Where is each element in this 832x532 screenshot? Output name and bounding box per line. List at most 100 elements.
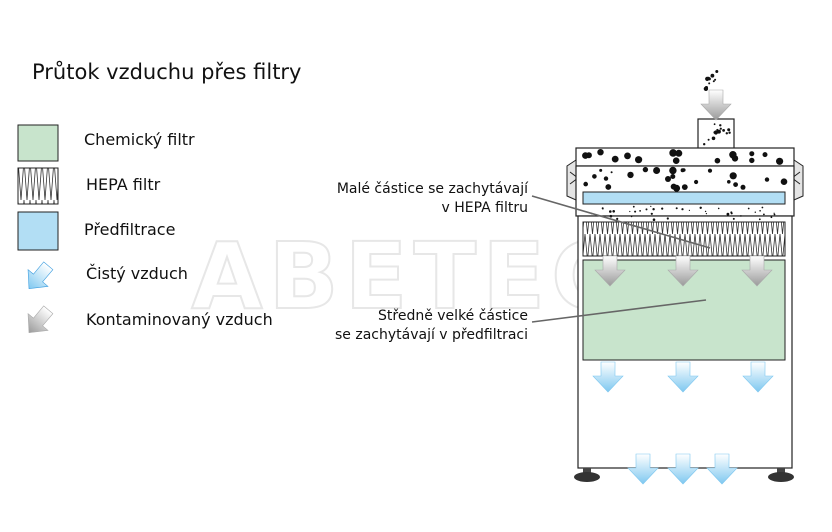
particle-dot-icon (722, 129, 725, 132)
particle-dot-icon (627, 171, 634, 179)
particle-dot-icon (749, 157, 755, 164)
particle-dot-icon (704, 210, 707, 213)
legend-label-chemical: Chemický filtr (84, 130, 195, 149)
particle-dot-icon (630, 215, 633, 218)
leader-line-prefilter (531, 299, 707, 323)
particle-dot-icon (708, 82, 711, 85)
particle-dot-icon (652, 208, 655, 211)
particle-dot-icon (629, 210, 631, 213)
leader-line-hepa (531, 195, 711, 249)
cabinet-top-lid (575, 147, 795, 167)
contaminated-air-arrow (741, 255, 773, 287)
leveling-foot-icon (768, 468, 794, 482)
clean-air-arrow (592, 361, 624, 393)
legend-label-clean-air: Čistý vzduch (86, 264, 188, 283)
particle-dot-icon (710, 73, 715, 78)
particle-dot-icon (711, 136, 716, 141)
particle-dot-icon (669, 149, 677, 157)
particle-dot-icon (714, 78, 717, 81)
particle-dot-icon (761, 206, 764, 209)
particle-dot-icon (635, 156, 643, 164)
arrow-down-icon-gray (27, 305, 54, 334)
particle-dot-icon (666, 217, 669, 220)
clean-air-arrow (706, 453, 738, 485)
particle-dot-icon (688, 209, 691, 211)
particle-dot-icon (713, 123, 716, 126)
particle-dot-icon (782, 180, 786, 184)
particle-dot-icon (652, 218, 656, 221)
particle-dot-icon (672, 157, 680, 164)
hepa-filter-layer (582, 221, 786, 257)
particle-dot-icon (605, 184, 612, 190)
particle-dot-icon (611, 155, 619, 163)
particle-dot-icon (719, 127, 722, 130)
particle-dot-icon (665, 176, 671, 182)
particle-dot-icon (727, 128, 731, 132)
annotation-medium-particles: Středně velké částice se zachytávají v p… (335, 307, 528, 345)
particle-dot-icon (699, 206, 702, 209)
particle-dot-icon (705, 213, 708, 215)
particle-dot-icon (776, 157, 784, 165)
particle-dot-icon (740, 184, 746, 190)
particle-chamber (575, 165, 795, 217)
particle-dot-icon (770, 216, 773, 219)
prefilter-layer (582, 191, 786, 205)
particle-dot-icon (624, 152, 631, 160)
particle-dot-icon (762, 152, 768, 158)
particle-dot-icon (670, 183, 677, 190)
particle-dot-icon (732, 217, 735, 220)
particle-dot-icon (675, 207, 678, 210)
air-inlet-duct (697, 118, 735, 152)
particle-dot-icon (728, 131, 731, 134)
particle-dot-icon (650, 212, 653, 215)
particle-dot-icon (582, 152, 589, 159)
particle-dot-icon (645, 208, 648, 211)
particle-dot-icon (727, 180, 731, 184)
incoming-air-arrow (700, 89, 732, 121)
particle-dot-icon (758, 218, 761, 221)
particle-dot-icon (747, 207, 750, 210)
particle-dot-icon (707, 168, 713, 173)
particle-dot-icon (759, 210, 761, 212)
watermark-logo: ABETEC (191, 223, 624, 330)
particle-dot-icon (725, 132, 728, 135)
particle-dot-icon (650, 205, 652, 207)
particle-dot-icon (740, 215, 742, 217)
diagram-title: Průtok vzduchu přes filtry (32, 60, 302, 84)
particle-dot-icon (639, 210, 641, 212)
particle-dot-icon (730, 212, 733, 215)
particle-dot-icon (599, 168, 603, 172)
particle-dot-icon (609, 210, 612, 213)
particle-dot-icon (764, 177, 770, 182)
annotation-medium-particles-line1: Středně velké částice (378, 308, 528, 324)
particle-dot-icon (763, 213, 765, 216)
legend-swatch-hepa (17, 167, 59, 205)
particle-dot-icon (712, 80, 715, 83)
particle-dot-icon (729, 172, 737, 180)
particle-dot-icon (694, 179, 699, 185)
particle-dot-icon (669, 166, 677, 175)
particle-dot-icon (703, 143, 706, 146)
annotation-small-particles-line1: Malé částice se zachytávají (336, 181, 528, 197)
particle-dot-icon (773, 212, 775, 214)
particle-dot-icon (749, 151, 755, 157)
particle-dot-icon (733, 182, 738, 188)
particle-dot-icon (661, 207, 664, 210)
particle-dot-icon (715, 70, 719, 73)
particle-dot-icon (681, 184, 688, 191)
filter-cabinet (566, 118, 804, 482)
contaminated-air-arrow (667, 255, 699, 287)
particle-dot-icon (616, 217, 619, 220)
legend-swatch-chemical (17, 124, 59, 162)
particle-dot-icon (610, 171, 613, 174)
particle-dot-icon (754, 211, 756, 213)
annotation-small-particles: Malé částice se zachytávají v HEPA filtr… (337, 180, 528, 218)
particle-dot-icon (773, 213, 776, 216)
particle-dot-icon (703, 86, 709, 92)
legend-label-hepa: HEPA filtr (86, 175, 161, 194)
particles-group (582, 70, 788, 221)
particle-dot-icon (592, 174, 597, 179)
annotation-medium-particles-line2: se zachytávají v předfiltraci (335, 327, 528, 343)
particle-dot-icon (602, 208, 604, 210)
